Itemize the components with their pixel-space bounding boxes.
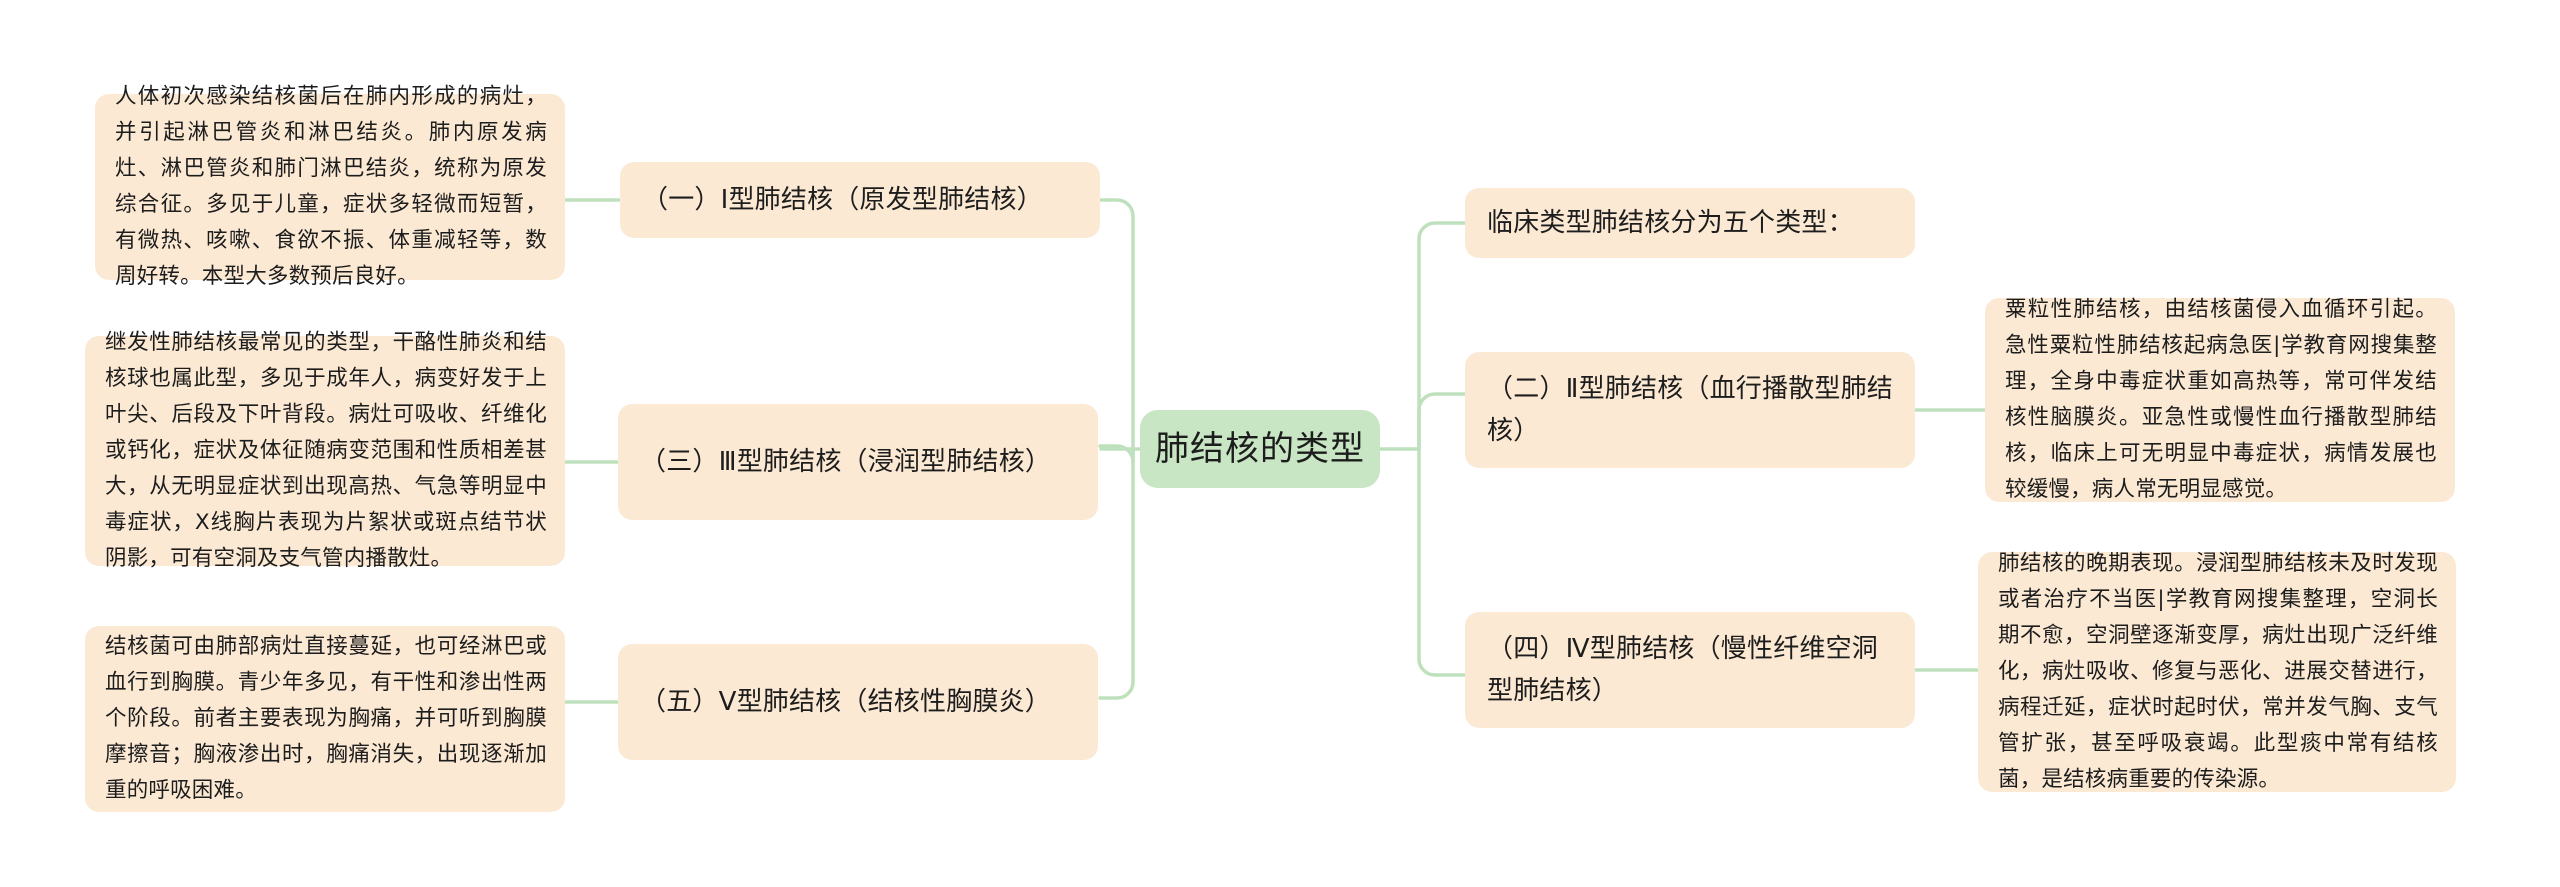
branch-label-clinical-types-text: 临床类型肺结核分为五个类型： xyxy=(1487,208,1854,238)
link-left-trunk xyxy=(1098,198,1135,700)
leaf-detail-type-3[interactable]: 继发性肺结核最常见的类型，干酪性肺炎和结核球也属此型，多见于成年人，病变好发于上… xyxy=(85,330,565,571)
link-right-trunk xyxy=(1417,221,1467,677)
root-node-text: 肺结核的类型 xyxy=(1155,429,1365,469)
branch-label-type-2[interactable]: （二）Ⅱ型肺结核（血行播散型肺结核） xyxy=(1465,352,1915,468)
branch-label-type-5-text: （五）V型肺结核（结核性胸膜炎） xyxy=(640,687,1051,717)
branch-label-type-1[interactable]: （一）I型肺结核（原发型肺结核） xyxy=(620,162,1100,238)
link-left-middle-up xyxy=(1098,444,1135,464)
leaf-detail-type-5[interactable]: 结核菌可由肺部病灶直接蔓延，也可经淋巴或血行到胸膜。青少年多见，有干性和渗出性两… xyxy=(85,626,565,812)
leaf-detail-type-1[interactable]: 人体初次感染结核菌后在肺内形成的病灶，并引起淋巴管炎和淋巴结炎。肺内原发病灶、淋… xyxy=(95,84,565,289)
leaf-detail-type-2[interactable]: 粟粒性肺结核，由结核菌侵入血循环引起。急性粟粒性肺结核起病急医|学教育网搜集整理… xyxy=(1985,297,2455,502)
link-right-middle-up xyxy=(1417,392,1467,412)
leaf-detail-type-1-text: 人体初次感染结核菌后在肺内形成的病灶，并引起淋巴管炎和淋巴结炎。肺内原发病灶、淋… xyxy=(115,84,547,289)
branch-label-type-2-text: （二）Ⅱ型肺结核（血行播散型肺结核） xyxy=(1487,374,1893,446)
leaf-detail-type-4[interactable]: 肺结核的晚期表现。浸润型肺结核未及时发现或者治疗不当医|学教育网搜集整理，空洞长… xyxy=(1978,551,2456,792)
branch-label-type-4[interactable]: （四）Ⅳ型肺结核（慢性纤维空洞型肺结核） xyxy=(1465,612,1915,728)
leaf-detail-type-4-text: 肺结核的晚期表现。浸润型肺结核未及时发现或者治疗不当医|学教育网搜集整理，空洞长… xyxy=(1998,551,2438,792)
branch-label-type-3[interactable]: （三）Ⅲ型肺结核（浸润型肺结核） xyxy=(618,404,1098,520)
branch-label-type-3-text: （三）Ⅲ型肺结核（浸润型肺结核） xyxy=(640,447,1052,477)
branch-label-type-5[interactable]: （五）V型肺结核（结核性胸膜炎） xyxy=(618,644,1098,760)
leaf-detail-type-5-text: 结核菌可由肺部病灶直接蔓延，也可经淋巴或血行到胸膜。青少年多见，有干性和渗出性两… xyxy=(105,634,547,803)
leaf-detail-type-2-text: 粟粒性肺结核，由结核菌侵入血循环引起。急性粟粒性肺结核起病急医|学教育网搜集整理… xyxy=(2005,297,2437,502)
branch-label-type-1-text: （一）I型肺结核（原发型肺结核） xyxy=(642,185,1043,215)
branch-label-type-4-text: （四）Ⅳ型肺结核（慢性纤维空洞型肺结核） xyxy=(1487,634,1878,706)
branch-label-clinical-types[interactable]: 临床类型肺结核分为五个类型： xyxy=(1465,188,1915,258)
leaf-detail-type-3-text: 继发性肺结核最常见的类型，干酪性肺炎和结核球也属此型，多见于成年人，病变好发于上… xyxy=(105,330,547,571)
root-node[interactable]: 肺结核的类型 xyxy=(1140,410,1380,488)
